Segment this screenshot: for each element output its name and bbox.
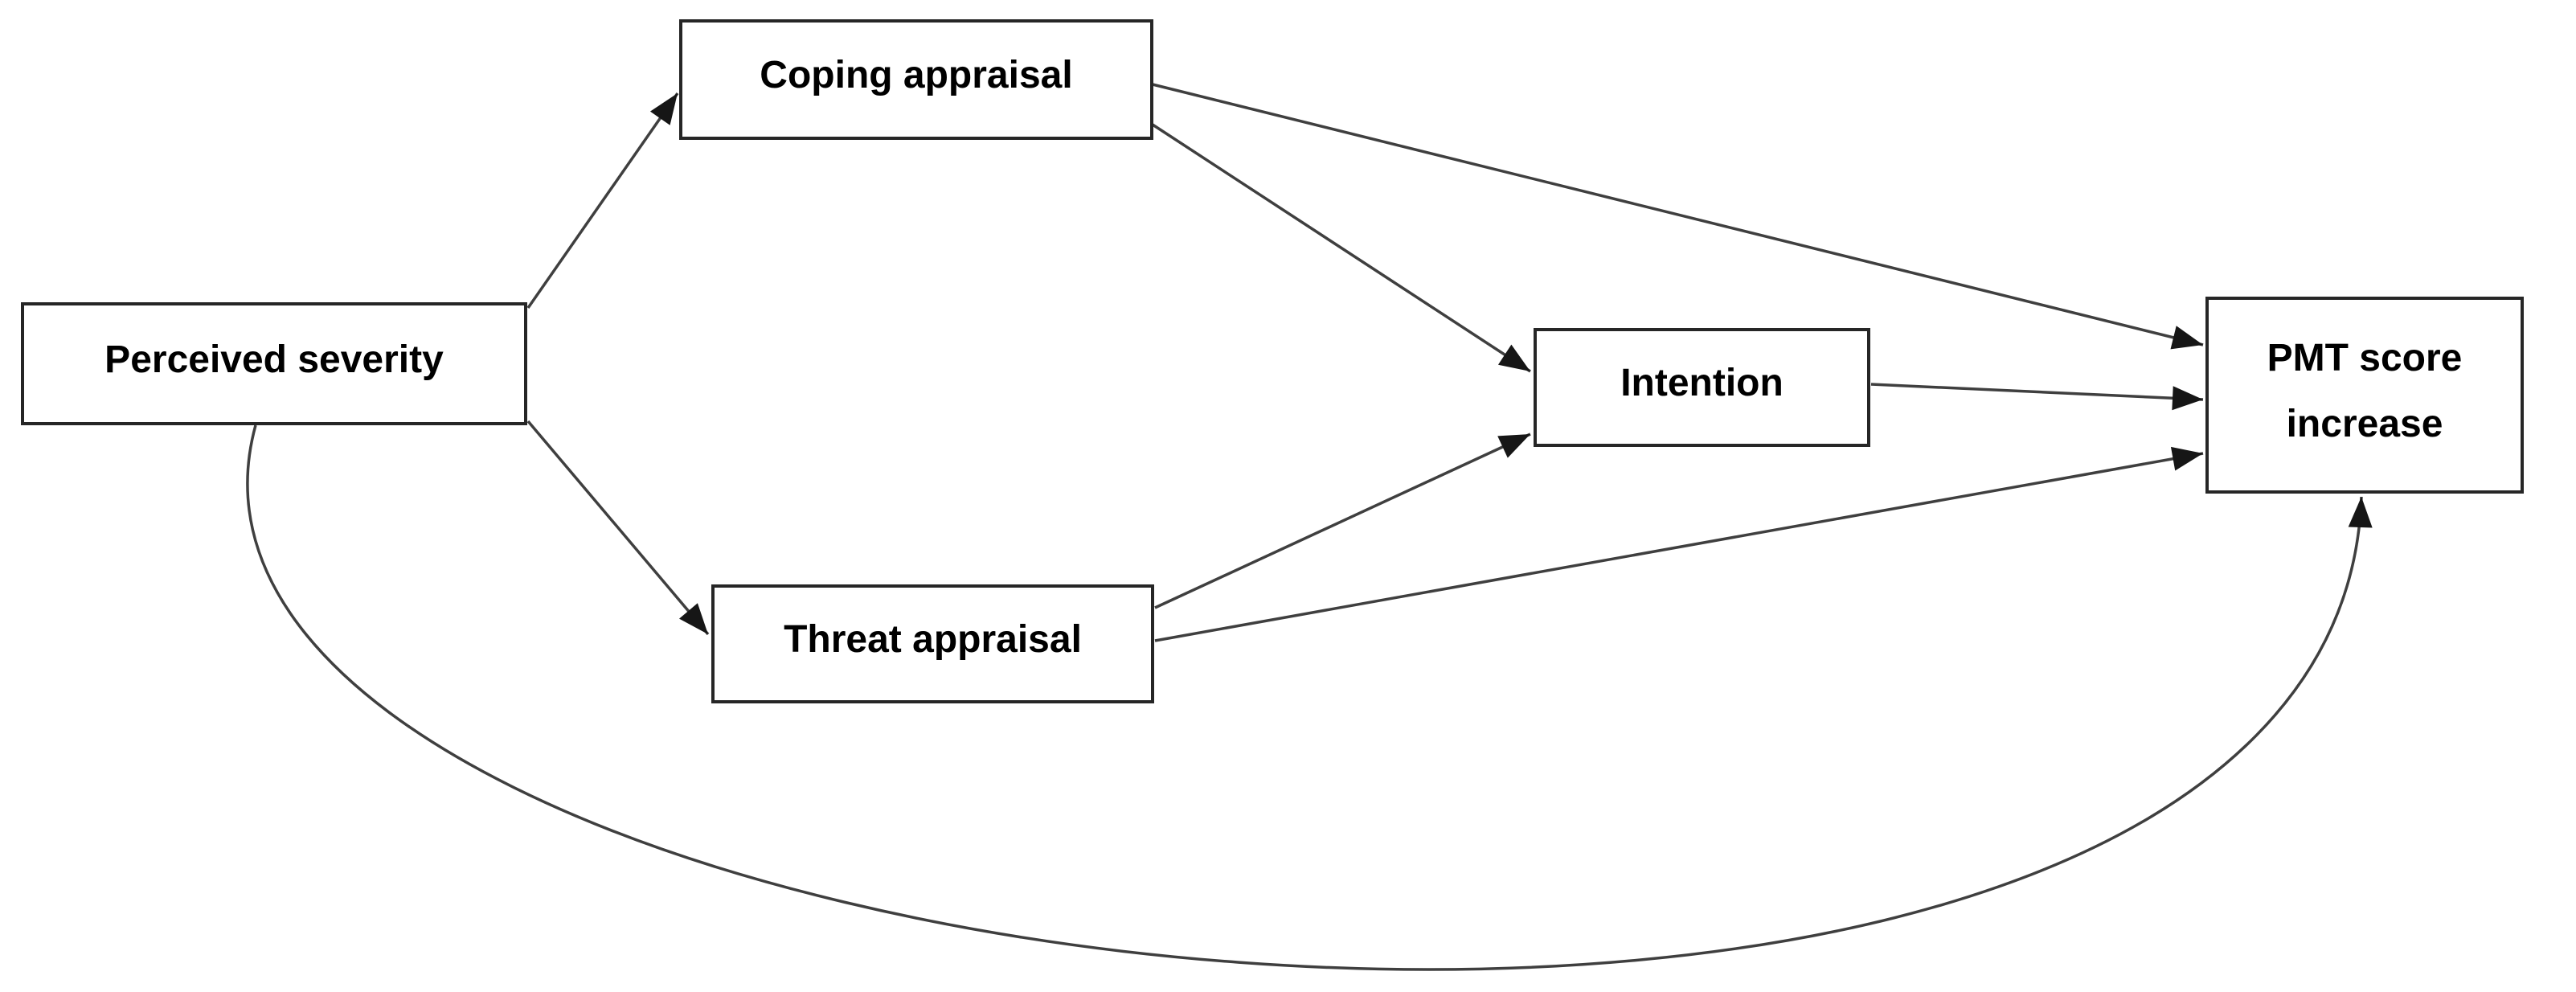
node-intention: Intention xyxy=(1534,328,1870,447)
node-label-intention: Intention xyxy=(1620,362,1784,405)
edge-threat-appraisal-to-pmt-score-increase xyxy=(1154,446,2204,642)
edge-perceived-severity-to-coping-appraisal xyxy=(526,92,679,309)
edge-perceived-severity-to-threat-appraisal xyxy=(526,420,710,636)
edge-coping-appraisal-to-pmt-score-increase xyxy=(1152,83,2204,350)
edge-perceived-severity-to-pmt-score-increase xyxy=(246,424,2373,971)
node-threat-appraisal: Threat appraisal xyxy=(711,584,1154,703)
edge-intention-to-pmt-score-increase xyxy=(1870,383,2204,411)
node-coping-appraisal: Coping appraisal xyxy=(679,19,1153,140)
node-perceived-severity: Perceived severity xyxy=(21,302,527,425)
node-label-threat-appraisal: Threat appraisal xyxy=(784,618,1082,662)
node-label-pmt-score-increase: PMT score increase xyxy=(2267,336,2463,445)
edge-threat-appraisal-to-intention xyxy=(1154,432,1531,609)
node-pmt-score-increase: PMT score increase xyxy=(2205,297,2524,494)
node-label-coping-appraisal: Coping appraisal xyxy=(760,54,1073,97)
edge-coping-appraisal-to-intention xyxy=(1152,123,1531,373)
node-label-perceived-severity: Perceived severity xyxy=(104,338,444,381)
